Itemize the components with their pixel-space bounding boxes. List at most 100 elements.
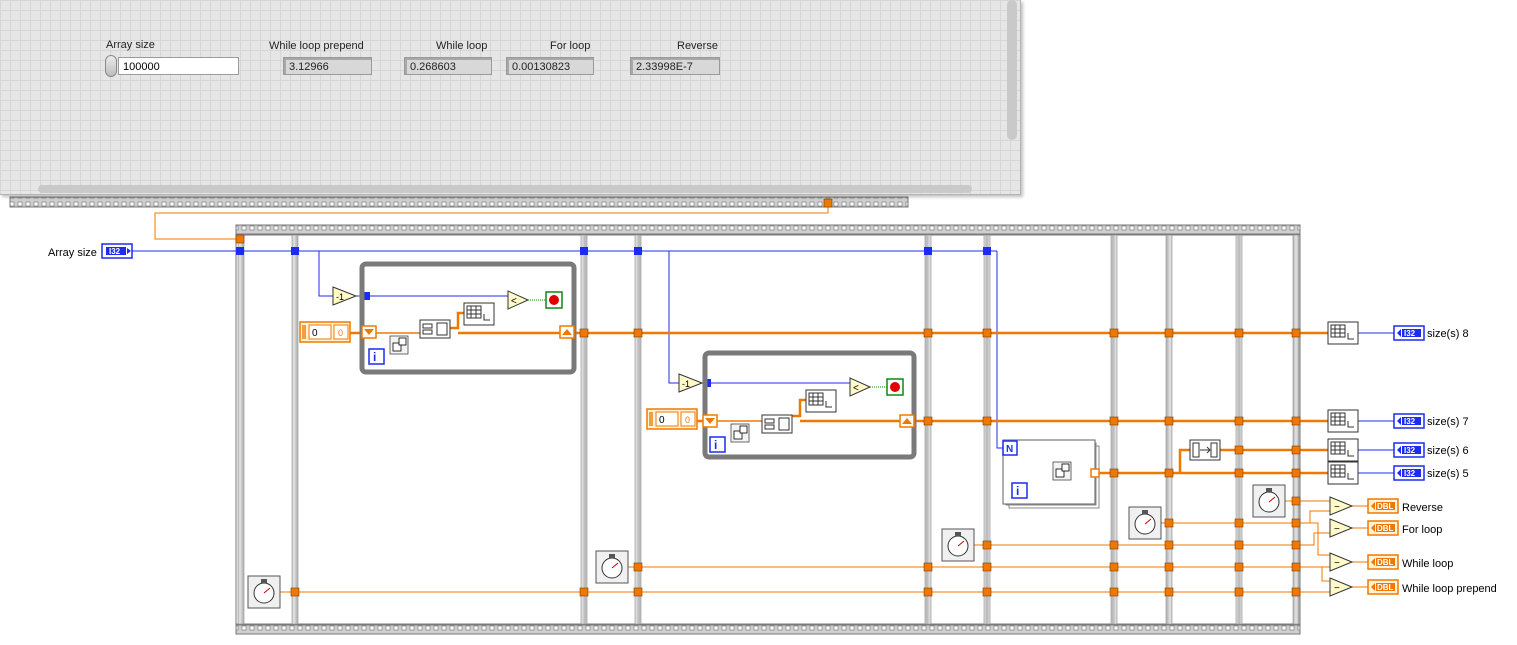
array-size-functions-output <box>1327 321 1359 485</box>
size-label-7: size(s) 7 <box>1427 416 1469 428</box>
while-loop-prepend-label: While loop prepend <box>269 40 364 52</box>
while-loop-label: While loop <box>1402 558 1453 570</box>
shift-register-left <box>361 325 377 339</box>
tick-count-icons <box>247 484 1286 609</box>
array-size-label: Array size <box>106 39 155 51</box>
svg-text:DBL: DBL <box>1377 583 1394 592</box>
svg-text:N: N <box>1006 444 1013 455</box>
size-indicator-8: I32 <box>1393 325 1425 341</box>
size-label-6: size(s) 6 <box>1427 445 1469 457</box>
reverse-label: Reverse <box>1402 502 1443 514</box>
stopwatch-icon <box>1128 506 1162 540</box>
svg-text:I32: I32 <box>1404 329 1416 338</box>
random-number-icon <box>730 423 750 443</box>
stopwatch-icon <box>941 528 975 562</box>
while-loop-prepend[interactable]: i -1 <box>332 261 577 375</box>
while-loop-indicator: 0.268603 <box>404 57 492 75</box>
stopwatch-icon <box>247 575 281 609</box>
while-loop-label: While loop <box>436 40 488 52</box>
svg-text:0: 0 <box>685 415 690 425</box>
decrement-function: -1 <box>678 373 704 393</box>
array-size-terminal[interactable]: I32 <box>101 243 133 259</box>
build-array-icon <box>419 319 451 339</box>
decrement-function: -1 <box>332 286 358 306</box>
for-loop[interactable]: N i <box>1002 439 1100 509</box>
stop-terminal <box>886 378 904 396</box>
i32-label: I32 <box>109 247 121 256</box>
stopwatch-icon <box>1252 484 1286 518</box>
shift-register-right <box>899 414 915 428</box>
sequence-frame-dividers <box>237 234 1300 625</box>
array-size-input[interactable]: 100000 <box>118 57 239 75</box>
time-indicator-terminals[interactable]: DBL DBL DBL DBL <box>1367 498 1399 595</box>
build-array-icon <box>761 414 793 434</box>
while-loop-prepend-indicator: DBL <box>1367 579 1399 595</box>
stopwatch-icon <box>595 550 629 584</box>
iteration-terminal: i <box>709 436 726 453</box>
array-size-spinner[interactable] <box>105 55 117 77</box>
svg-text:-1: -1 <box>336 292 344 302</box>
reverse-indicator: 2.33998E-7 <box>630 57 720 75</box>
wires <box>132 207 1396 593</box>
reverse-array-icon <box>1189 439 1221 461</box>
sequence-strip-top <box>9 196 909 208</box>
reverse-label: Reverse <box>677 40 718 52</box>
svg-text:−: − <box>1334 583 1340 594</box>
svg-text:−: − <box>1334 558 1340 569</box>
svg-text:DBL: DBL <box>1377 558 1394 567</box>
front-panel-window[interactable]: Array size 100000 While loop prepend 3.1… <box>0 0 1021 195</box>
while-loop-prepend-indicator: 3.12966 <box>283 57 372 75</box>
svg-text:0: 0 <box>338 328 343 338</box>
less-than-function: < <box>849 377 872 397</box>
subtract-functions: − − − − <box>1329 496 1354 597</box>
size-label-5: size(s) 5 <box>1427 468 1469 480</box>
svg-text:i: i <box>1016 484 1019 498</box>
count-terminal: N <box>1002 440 1018 456</box>
while-loop-indicator: DBL <box>1367 554 1399 570</box>
array-size-function-icon <box>805 389 837 413</box>
size-indicator-5: I32 <box>1393 465 1425 481</box>
reverse-indicator: DBL <box>1367 498 1399 514</box>
svg-text:I32: I32 <box>1404 469 1416 478</box>
svg-text:i: i <box>714 438 717 452</box>
stop-terminal <box>545 291 563 309</box>
for-loop-label: For loop <box>1402 524 1442 536</box>
shift-register-right <box>559 325 575 339</box>
svg-text:DBL: DBL <box>1377 502 1394 511</box>
svg-text:-1: -1 <box>682 379 690 389</box>
size-indicator-7: I32 <box>1393 413 1425 429</box>
random-number-icon <box>1052 461 1072 481</box>
vertical-scrollbar[interactable] <box>1007 0 1017 140</box>
flat-sequence-structure[interactable] <box>235 224 1301 635</box>
svg-text:0: 0 <box>312 328 318 339</box>
shift-register-left <box>702 414 718 428</box>
array-size-terminal-label: Array size <box>48 247 97 259</box>
svg-text:<: < <box>511 296 517 307</box>
svg-text:<: < <box>853 383 859 394</box>
tunnels <box>235 198 1301 597</box>
random-number-icon <box>389 335 409 355</box>
svg-text:DBL: DBL <box>1377 524 1394 533</box>
empty-array-constant-1: 0 0 <box>299 321 351 343</box>
horizontal-scrollbar[interactable] <box>38 185 972 193</box>
iteration-terminal: i <box>1011 482 1028 499</box>
size-indicator-6: I32 <box>1393 442 1425 458</box>
empty-array-constant-2: 0 0 <box>646 408 698 430</box>
svg-text:i: i <box>373 350 376 364</box>
indexing-tunnel <box>1090 468 1100 478</box>
iteration-terminal: i <box>368 348 385 365</box>
while-loop-prepend-label: While loop prepend <box>1402 583 1497 595</box>
svg-text:I32: I32 <box>1404 417 1416 426</box>
size-indicator-terminals[interactable]: I32 I32 I32 I32 <box>1393 325 1425 481</box>
for-loop-indicator: DBL <box>1367 520 1399 536</box>
svg-text:I32: I32 <box>1404 446 1416 455</box>
array-size-function-icon <box>463 302 495 326</box>
for-loop-label: For loop <box>550 40 591 52</box>
while-loop[interactable]: i -1 <box>678 350 917 460</box>
svg-text:−: − <box>1334 524 1340 535</box>
svg-text:−: − <box>1334 502 1340 513</box>
svg-text:0: 0 <box>659 415 665 426</box>
for-loop-indicator: 0.00130823 <box>506 57 594 75</box>
size-label-8: size(s) 8 <box>1427 328 1469 340</box>
